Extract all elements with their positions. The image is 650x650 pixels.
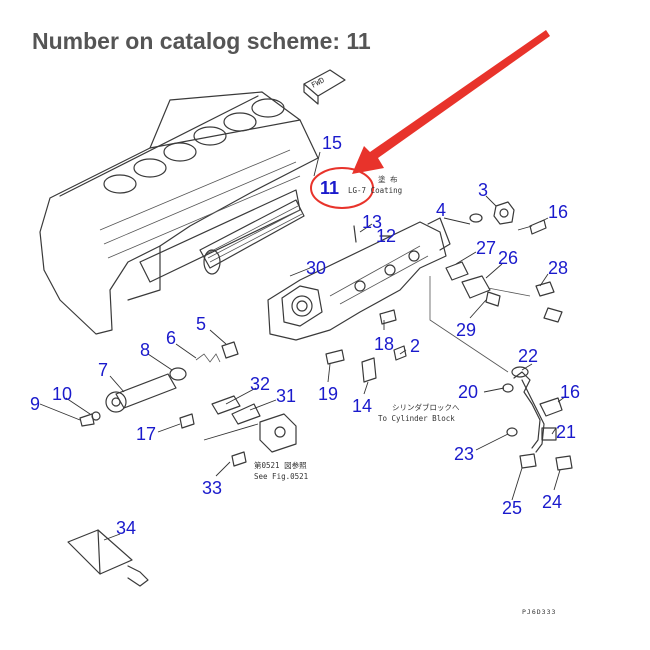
callout-label: 2	[410, 336, 420, 356]
callout-label-highlighted: 11	[320, 178, 339, 198]
coating-note-en: LG-7 Coating	[348, 186, 402, 195]
callout-label: 31	[276, 386, 296, 406]
callout-label: 26	[498, 248, 518, 268]
thermostat-parts	[179, 309, 407, 467]
callout-label: 30	[306, 258, 326, 278]
relief-valve-parts	[79, 341, 239, 427]
coating-note-jp: 塗 布	[378, 174, 398, 184]
special-tool-34	[67, 529, 149, 587]
highlight-marker	[310, 30, 550, 209]
callout-label: 25	[502, 498, 522, 518]
fwd-arrow-tag: FWD	[303, 69, 346, 105]
red-arrow-icon	[352, 30, 550, 174]
callout-label: 3	[478, 180, 488, 200]
callout-label: 7	[98, 360, 108, 380]
to-block-note-en: To Cylinder Block	[378, 414, 455, 423]
svg-text:FWD: FWD	[310, 75, 327, 90]
callout-label: 21	[556, 422, 576, 442]
callout-label: 16	[560, 382, 580, 402]
engine-block-drawing	[39, 91, 319, 335]
callout-label: 9	[30, 394, 40, 414]
callout-label: 4	[436, 200, 446, 220]
callout-label: 17	[136, 424, 156, 444]
filter-bypass-parts	[445, 261, 563, 323]
see-fig-note-jp: 第0521 図参照	[254, 460, 307, 470]
callout-label: 19	[318, 384, 338, 404]
callout-label: 20	[458, 382, 478, 402]
callout-label: 32	[250, 374, 270, 394]
callout-label: 15	[322, 133, 342, 153]
drawing-code: PJ6D333	[522, 608, 556, 616]
callout-label: 6	[166, 328, 176, 348]
leader-lines	[39, 151, 567, 541]
callout-label: 5	[196, 314, 206, 334]
callout-labels: 15 11 3 16 13 4 12 27 26 28 30 29 5 6 8 …	[30, 133, 580, 538]
small-parts-top-right	[353, 201, 547, 243]
callout-label: 24	[542, 492, 562, 512]
callout-label: 29	[456, 320, 476, 340]
callout-label: 13	[362, 212, 382, 232]
callout-label: 16	[548, 202, 568, 222]
callout-label: 10	[52, 384, 72, 404]
callout-label: 33	[202, 478, 222, 498]
callout-label: 14	[352, 396, 372, 416]
callout-label: 28	[548, 258, 568, 278]
oil-cooler-core	[199, 199, 305, 275]
callout-label: 18	[374, 334, 394, 354]
to-block-note-jp: シリンダブロックへ	[392, 402, 460, 412]
oil-pipe-parts	[429, 276, 573, 471]
cooler-housing	[267, 217, 451, 341]
callout-label: 23	[454, 444, 474, 464]
callout-label: 34	[116, 518, 136, 538]
page-title: Number on catalog scheme: 11	[32, 28, 371, 54]
callout-label: 27	[476, 238, 496, 258]
see-fig-note-en: See Fig.0521	[254, 472, 308, 481]
callout-label: 22	[518, 346, 538, 366]
callout-label: 8	[140, 340, 150, 360]
callout-label: 12	[376, 226, 396, 246]
